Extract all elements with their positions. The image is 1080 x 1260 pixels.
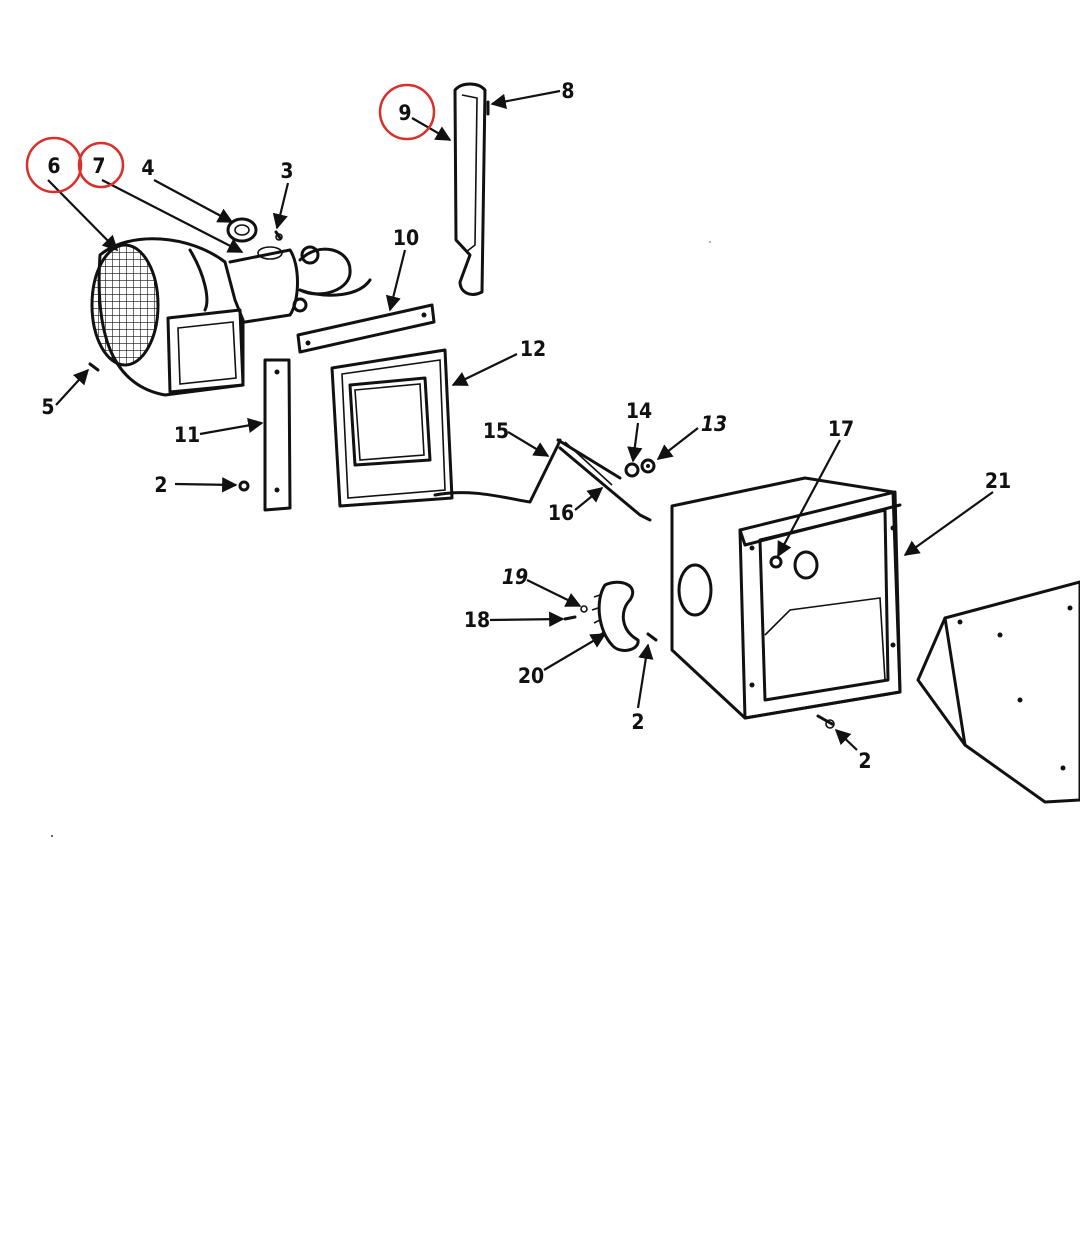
rod-part-16 <box>558 441 652 522</box>
callout-20: 20 <box>518 664 544 688</box>
blower-housing <box>90 237 245 397</box>
strap-part-10 <box>296 303 436 354</box>
bracket-part-9 <box>453 82 490 296</box>
highlight-circle-7 <box>77 141 125 189</box>
highlight-circles <box>25 83 436 194</box>
washer-part-4 <box>226 217 258 243</box>
callout-8: 8 <box>561 79 574 103</box>
callout-6: 6 <box>47 154 60 178</box>
callout-15: 15 <box>483 419 509 443</box>
callout-9: 9 <box>398 101 411 125</box>
callout-4: 4 <box>141 156 154 180</box>
highlight-circle-6 <box>25 136 83 194</box>
rod-part-15 <box>433 438 622 504</box>
callout-2-left: 2 <box>154 473 167 497</box>
callout-12: 12 <box>520 337 546 361</box>
callout-7: 7 <box>92 154 105 178</box>
screw-part-2-left <box>238 480 250 492</box>
callout-21: 21 <box>985 469 1011 493</box>
screw-part-2-right <box>816 714 835 729</box>
gear-part-20 <box>591 580 640 652</box>
callout-labels: 6 7 4 3 9 8 10 12 5 11 2 15 14 13 16 17 … <box>41 79 1011 773</box>
callout-3: 3 <box>280 159 293 183</box>
callout-14: 14 <box>626 399 652 423</box>
callout-10: 10 <box>393 226 419 250</box>
strap-part-11 <box>263 358 292 512</box>
callout-13: 13 <box>701 412 727 436</box>
screw-part-19 <box>580 605 588 613</box>
screw-part-5 <box>88 362 100 372</box>
callout-2-right: 2 <box>858 749 871 773</box>
screw-part-18 <box>563 615 577 621</box>
nut-part-14 <box>624 462 640 478</box>
callout-16: 16 <box>548 501 574 525</box>
speck <box>51 835 53 837</box>
callout-19: 19 <box>502 565 528 589</box>
housing-part-21 <box>670 476 902 720</box>
screw-part-2-lower <box>646 632 658 642</box>
panel-partial <box>916 580 1080 804</box>
screw-part-3 <box>274 230 283 241</box>
frame-part-12 <box>330 348 454 508</box>
callout-5: 5 <box>41 395 54 419</box>
callout-18: 18 <box>464 608 490 632</box>
speck <box>709 241 711 243</box>
callout-11: 11 <box>174 423 200 447</box>
nut-part-13 <box>640 458 656 474</box>
callout-17: 17 <box>828 417 854 441</box>
highlight-circle-9 <box>378 83 436 141</box>
callout-2-lower: 2 <box>631 710 644 734</box>
blower-motor <box>228 245 372 324</box>
